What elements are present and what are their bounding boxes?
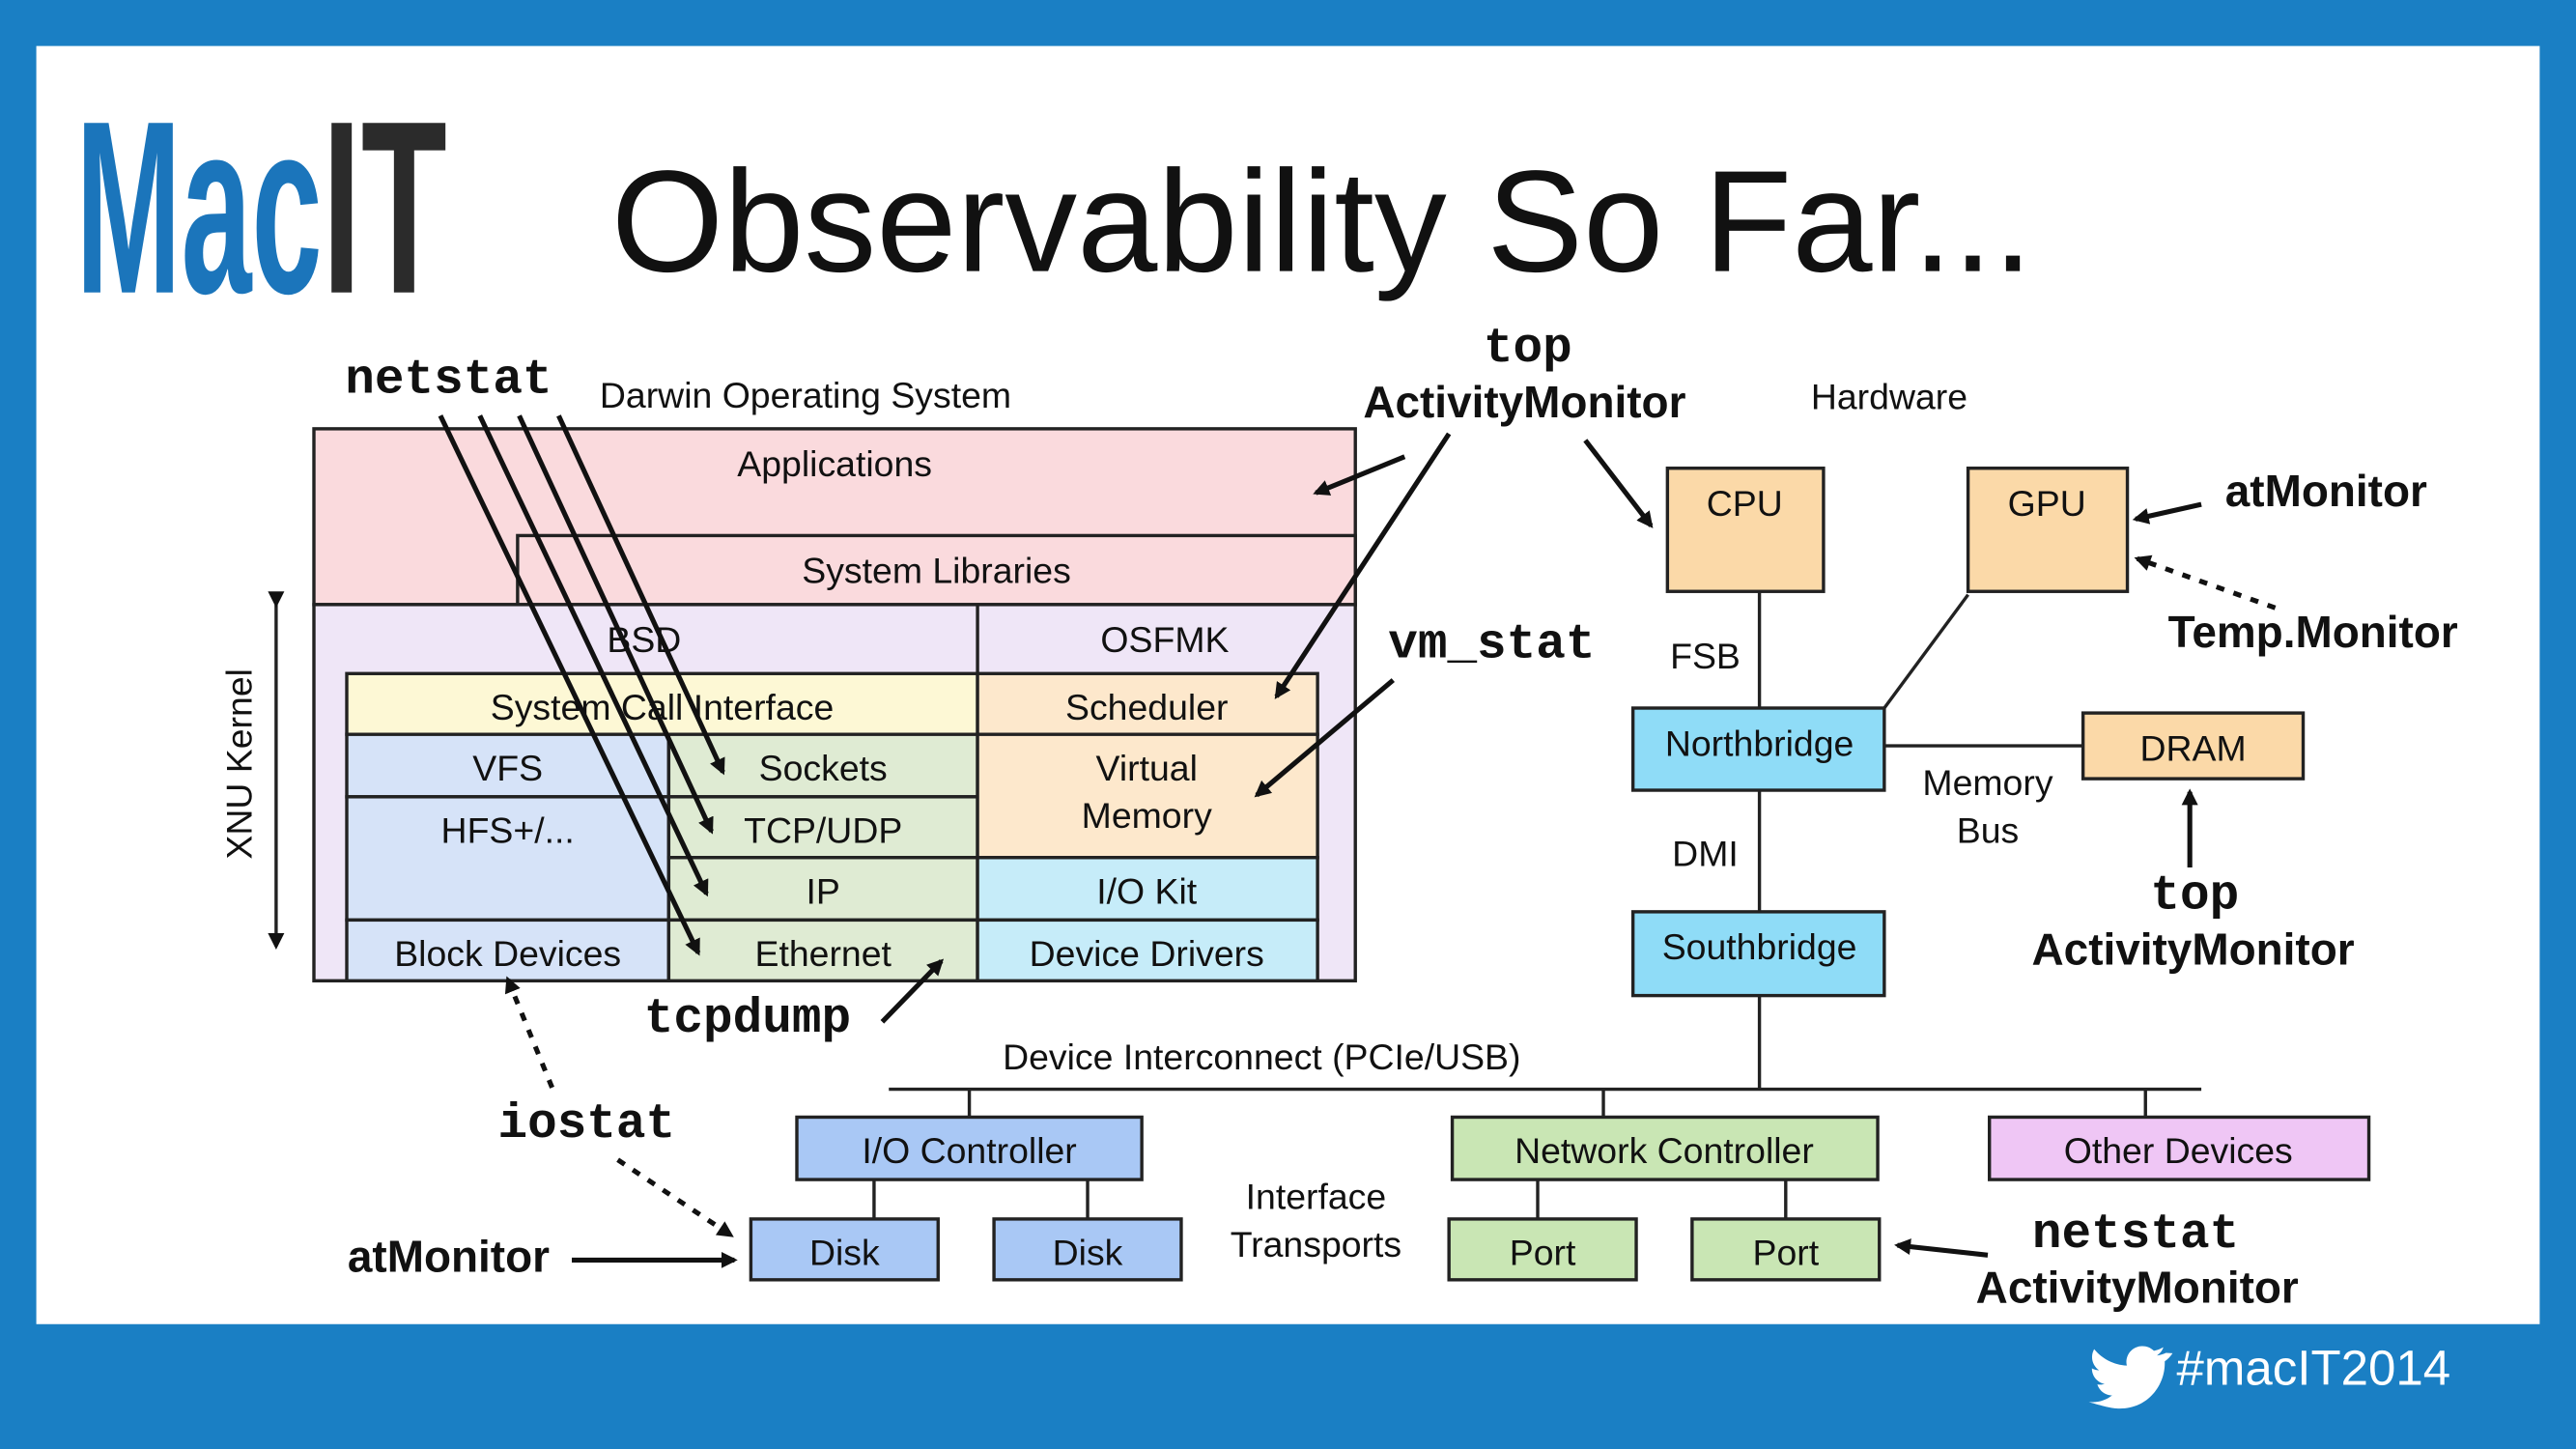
port-box-2: Port (1690, 1217, 1882, 1282)
disk-label-1: Disk (809, 1233, 880, 1273)
xnu-kernel-label: XNU Kernel (218, 668, 259, 860)
ethernet-label: Ethernet (755, 933, 892, 974)
vfs-box (345, 732, 671, 799)
logo-it: IT (323, 71, 447, 346)
device-drivers-box (976, 918, 1319, 983)
tool-netstat-port: netstat (2032, 1208, 2239, 1263)
darwin-label: Darwin Operating System (600, 375, 1011, 415)
logo-mac: Mac (75, 71, 322, 346)
tool-atmonitor-disk: atMonitor (348, 1231, 550, 1281)
dmi-label: DMI (1672, 833, 1739, 873)
southbridge-label: Southbridge (1662, 926, 1857, 967)
device-drivers-label: Device Drivers (1030, 933, 1264, 974)
tool-temp-monitor: Temp.Monitor (2168, 607, 2458, 657)
disk-box-2: Disk (992, 1217, 1183, 1282)
system-libraries-label: System Libraries (802, 551, 1071, 591)
scheduler-box (976, 671, 1319, 736)
virtual-memory-label-2: Memory (1082, 795, 1212, 836)
tcp-udp-label: TCP/UDP (744, 810, 902, 850)
tool-netstat-top: netstat (345, 353, 552, 408)
slide-title: Observability So Far... (611, 141, 2033, 302)
scheduler-label: Scheduler (1065, 687, 1228, 727)
block-devices-box (345, 918, 671, 983)
dram-label: DRAM (2140, 727, 2247, 768)
twitter-bird-icon (2088, 1346, 2173, 1409)
kernel-components: System Call Interface Scheduler VFS HFS+… (345, 671, 1319, 983)
cpu-box: CPU (1665, 466, 1826, 593)
vfs-label: VFS (472, 748, 543, 788)
tool-top-dram: top (2150, 868, 2239, 923)
network-controller-label: Network Controller (1514, 1130, 1814, 1171)
sockets-label: Sockets (759, 748, 888, 788)
disk-label-2: Disk (1053, 1233, 1123, 1273)
port-label-1: Port (1510, 1233, 1576, 1273)
network-controller-box: Network Controller (1450, 1115, 1880, 1181)
activity-monitor-to-cpu-arrow (1583, 439, 1654, 528)
port-box-1: Port (1447, 1217, 1638, 1282)
top-to-applications-arrow (1313, 454, 1406, 496)
netstat-arrows (438, 414, 725, 956)
applications-label: Applications (737, 443, 932, 484)
gpu-box: GPU (1966, 466, 2130, 593)
northbridge-label: Northbridge (1665, 723, 1854, 763)
io-kit-box (976, 856, 1319, 923)
memory-bus-label-1: Memory (1922, 762, 2052, 803)
other-devices-label: Other Devices (2064, 1130, 2293, 1171)
osfmk-label: OSFMK (1100, 619, 1229, 660)
tool-vm-stat: vm_stat (1388, 617, 1595, 672)
other-devices-box: Other Devices (1987, 1115, 2371, 1181)
vm-stat-arrow (1254, 678, 1395, 798)
interface-transports-label-2: Transports (1231, 1224, 1401, 1264)
northbridge-box: Northbridge (1630, 706, 1886, 792)
tool-top-top: top (1484, 322, 1572, 377)
ethernet-box (666, 918, 979, 983)
hardware-links (872, 591, 2202, 1219)
activity-monitor-to-scheduler-arrow (1274, 432, 1452, 699)
temp-monitor-to-gpu-arrow (2134, 554, 2277, 611)
io-kit-label: I/O Kit (1096, 870, 1198, 911)
tcp-udp-box (666, 795, 979, 860)
cpu-label: CPU (1707, 483, 1783, 524)
iostat-to-disk-arrow (616, 1157, 734, 1238)
fsb-label: FSB (1670, 636, 1741, 676)
io-controller-box: I/O Controller (795, 1115, 1144, 1181)
tool-iostat: iostat (497, 1097, 675, 1152)
tool-activity-monitor-port: ActivityMonitor (1976, 1263, 2299, 1313)
tool-activity-monitor-top: ActivityMonitor (1363, 377, 1685, 427)
interface-transports-label-1: Interface (1246, 1177, 1387, 1217)
io-controller-label: I/O Controller (862, 1130, 1076, 1171)
hardware-label: Hardware (1811, 376, 1967, 416)
virtual-memory-label-1: Virtual (1096, 748, 1198, 788)
tool-activity-monitor-dram: ActivityMonitor (2032, 923, 2355, 974)
disk-box-1: Disk (749, 1217, 940, 1282)
gpu-label: GPU (2008, 483, 2086, 524)
southbridge-box: Southbridge (1630, 910, 1886, 998)
atmonitor-to-gpu-arrow (2132, 501, 2202, 525)
macit-logo: Mac IT (75, 71, 446, 346)
hfs-label: HFS+/... (441, 810, 575, 850)
memory-bus-label-2: Bus (1957, 810, 2019, 850)
block-devices-label: Block Devices (394, 933, 621, 974)
interconnect-label: Device Interconnect (PCIe/USB) (1003, 1037, 1520, 1077)
port-label-2: Port (1753, 1233, 1820, 1273)
iostat-to-block-devices-arrow (504, 976, 554, 1089)
ip-label: IP (807, 870, 840, 911)
xnu-kernel-marker: XNU Kernel (218, 591, 285, 950)
tool-tcpdump: tcpdump (644, 992, 851, 1047)
tool-atmonitor-gpu: atMonitor (2225, 466, 2427, 516)
tcpdump-arrow (880, 958, 945, 1024)
dram-box: DRAM (2081, 711, 2306, 781)
netstat-to-port-arrow (1894, 1238, 1989, 1258)
hashtag: #macIT2014 (2177, 1341, 2451, 1396)
